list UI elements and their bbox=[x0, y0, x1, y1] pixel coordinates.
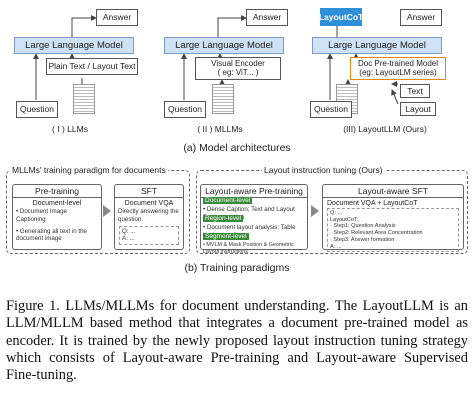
sft-title: SFT bbox=[115, 185, 183, 198]
layout-sft-line: LayoutCoT: bbox=[330, 216, 359, 223]
caption-b: (b) Training paradigms bbox=[184, 262, 290, 274]
layout-sft-title: Layout-aware SFT bbox=[323, 185, 463, 198]
pretraining-item: • Document Image Captioning bbox=[16, 208, 68, 223]
sft-level: Document VQA bbox=[124, 200, 174, 207]
layoutcot-label: LayoutCoT bbox=[318, 11, 364, 22]
layout-sft-line: · Step3: Answer formation bbox=[330, 236, 395, 243]
sft-answer: A: ... bbox=[122, 235, 135, 243]
document-thumbnail bbox=[212, 84, 234, 114]
question-label: Question bbox=[19, 104, 55, 115]
pretraining-panel: Pre-training Document-level • Document I… bbox=[12, 184, 102, 250]
layout-instruction-title: Layout instruction tuning (Ours) bbox=[262, 165, 385, 175]
answer-label: Answer bbox=[406, 12, 436, 23]
col3-caption: (III) LayoutLLM (Ours) bbox=[343, 124, 427, 134]
answer-label: Answer bbox=[102, 12, 132, 23]
layout-pretraining-title: Layout-aware Pre-training bbox=[201, 185, 307, 198]
llm-label: Large Language Model bbox=[328, 39, 426, 51]
visual-encoder-label: Visual Encoder ( eg: ViT... ) bbox=[211, 59, 265, 77]
answer-box: Answer bbox=[400, 9, 442, 26]
layout-sft-panel: Layout-aware SFT Document VQA + LayoutCo… bbox=[322, 184, 464, 253]
region-level-tag: Region-level bbox=[203, 215, 244, 222]
answer-label: Answer bbox=[252, 12, 282, 23]
text-box: Text bbox=[400, 84, 430, 98]
layout-sft-line: A: ... bbox=[330, 243, 342, 250]
question-box: Question bbox=[164, 101, 206, 118]
sft-question: Q: ... bbox=[122, 227, 136, 235]
question-label: Question bbox=[167, 104, 203, 115]
layout-sft-vqa-label: Document VQA + LayoutCoT bbox=[327, 200, 418, 207]
question-label: Question bbox=[313, 104, 349, 115]
layout-sft-line: · Step2: Relevant Area Concentration bbox=[330, 230, 423, 237]
layout-sft-vqa: Document VQA + LayoutCoT bbox=[323, 198, 463, 208]
llm-box: Large Language Model bbox=[14, 37, 134, 54]
sft-panel: SFT Document VQA Directly answering the … bbox=[114, 184, 184, 250]
document-thumbnail bbox=[73, 84, 95, 114]
question-box: Question bbox=[16, 101, 58, 118]
pretraining-level: Document-level bbox=[32, 200, 82, 207]
answer-box: Answer bbox=[246, 9, 288, 26]
doc-pretrained-label: Doc Pre-trained Model (eg: LayoutLM seri… bbox=[357, 59, 439, 77]
segment-level-item: • MVLM & Mask Position & Geometric Layou… bbox=[203, 242, 294, 255]
figure-caption: Figure 1. LLMs/MLLMs for document unders… bbox=[6, 298, 468, 384]
segment-level-tag: Segment-level bbox=[203, 233, 249, 240]
llm-label: Large Language Model bbox=[25, 39, 123, 51]
question-box: Question bbox=[310, 101, 352, 118]
pretraining-item: • Generating all text in the document im… bbox=[16, 227, 87, 243]
layout-sft-line: Q: ... bbox=[330, 210, 343, 216]
col1-caption: ( I ) LLMs bbox=[52, 124, 88, 134]
layout-sft-line: · Step1: Question Analysis bbox=[330, 223, 396, 230]
col2-caption: ( II ) MLLMs bbox=[197, 124, 243, 134]
text-label: Text bbox=[407, 85, 423, 96]
answer-box: Answer bbox=[96, 9, 138, 26]
caption-a: (a) Model architectures bbox=[183, 142, 291, 154]
sft-item: Directly answering the question. bbox=[118, 208, 179, 223]
llm-box: Large Language Model bbox=[164, 37, 284, 54]
visual-encoder-box: Visual Encoder ( eg: ViT... ) bbox=[195, 57, 281, 80]
layout-box: Layout bbox=[400, 102, 436, 116]
plain-text-box: Plain Text / Layout Text bbox=[46, 58, 138, 75]
llm-label: Large Language Model bbox=[175, 39, 273, 51]
pretraining-title: Pre-training bbox=[13, 185, 101, 198]
mllm-paradigm-title: MLLMs' training paradigm for documents bbox=[10, 165, 168, 175]
layout-label: Layout bbox=[405, 103, 431, 114]
llm-box: Large Language Model bbox=[312, 37, 442, 54]
layoutcot-box: LayoutCoT bbox=[318, 8, 364, 26]
doc-pretrained-box: Doc Pre-trained Model (eg: LayoutLM seri… bbox=[350, 57, 446, 80]
document-level-tag: Document-level bbox=[203, 197, 253, 204]
plain-text-label: Plain Text / Layout Text bbox=[48, 61, 136, 72]
